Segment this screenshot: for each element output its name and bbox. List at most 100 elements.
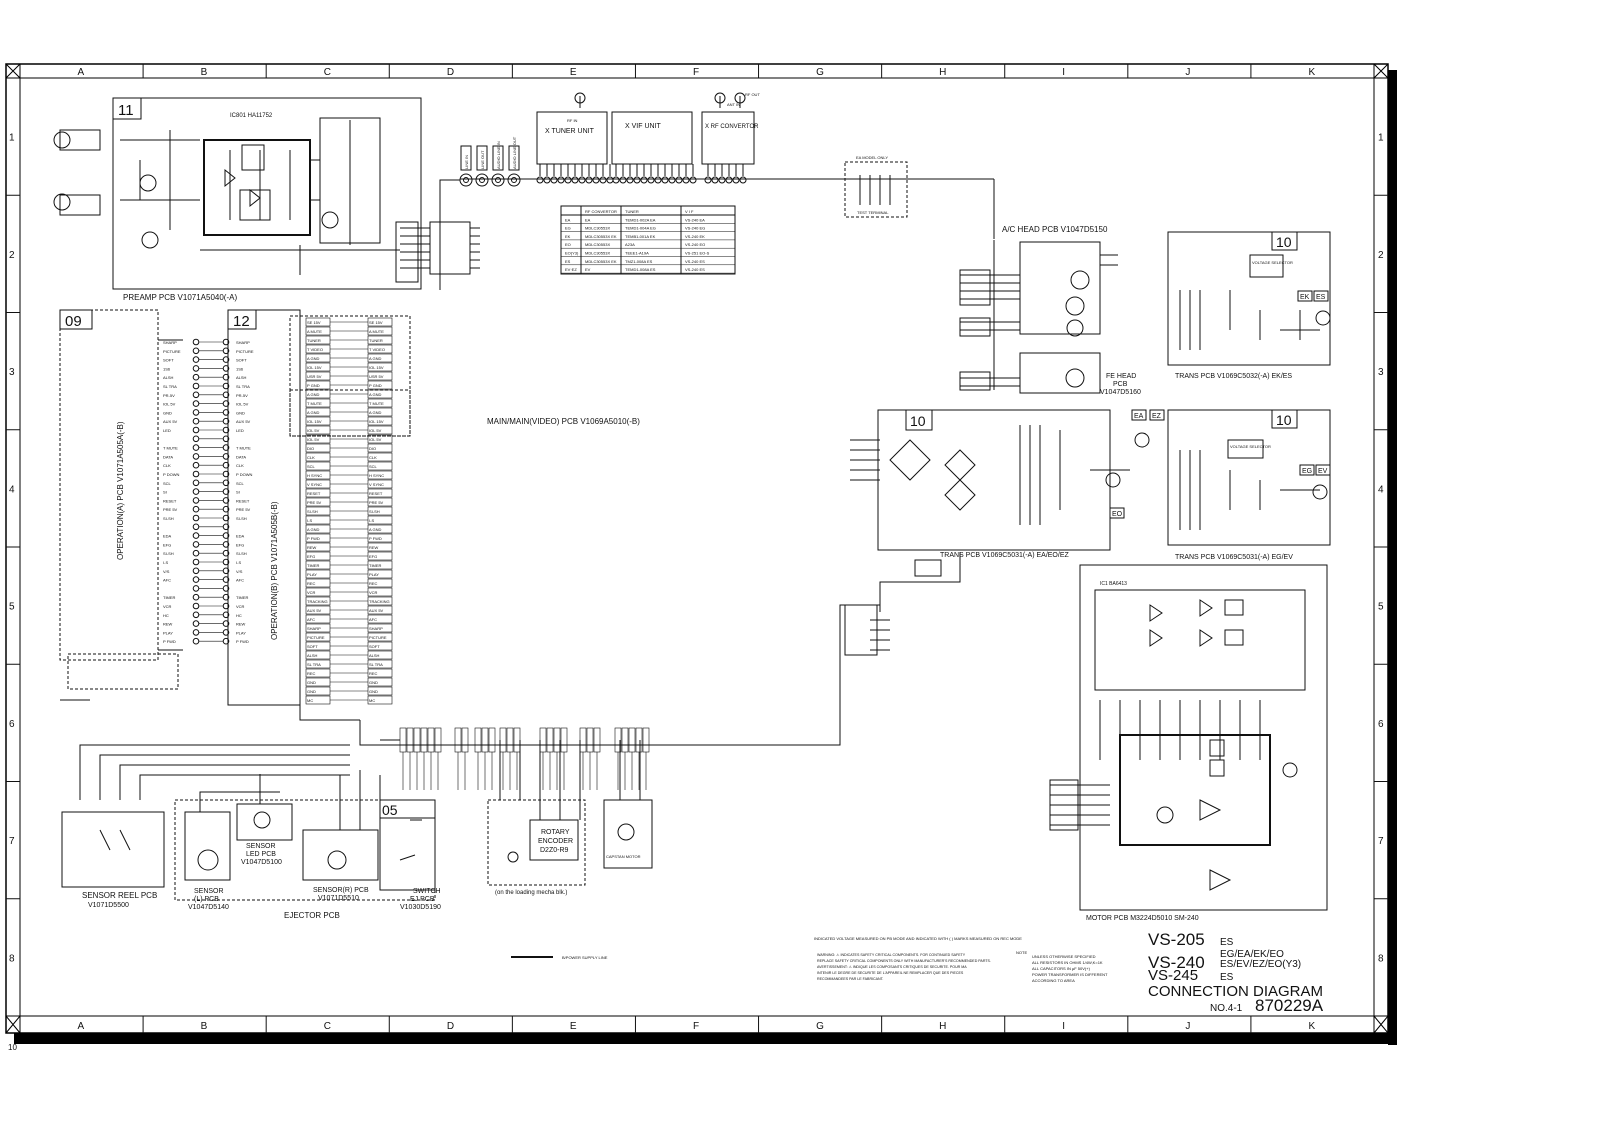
jack-label: ANT IN bbox=[727, 102, 740, 107]
grid-row-label-left: 8 bbox=[9, 953, 15, 964]
op-a-pin-label: TIMER bbox=[163, 595, 176, 600]
pin-icon bbox=[222, 532, 230, 539]
op-b-tag-box bbox=[227, 309, 257, 330]
pin-icon bbox=[222, 461, 230, 469]
op-a-pin-label: LED bbox=[163, 428, 171, 433]
pin-icon bbox=[192, 417, 200, 425]
pin-icon bbox=[222, 435, 230, 443]
pin-icon bbox=[222, 444, 230, 451]
pin-icon bbox=[578, 176, 586, 184]
pin-icon bbox=[192, 541, 200, 548]
op-b-pin-label: IOL 5V bbox=[236, 402, 249, 407]
op-a-pin-label: AFC bbox=[163, 578, 171, 583]
connector-label-right: T VIDEO bbox=[369, 347, 385, 352]
trans-eg-pcb bbox=[1167, 409, 1331, 546]
op-a-pin-label: SI-SH bbox=[163, 516, 174, 521]
grid-col-label-top: G bbox=[816, 67, 824, 78]
jack-core-icon bbox=[463, 177, 469, 183]
connector-label-left: USR 5V bbox=[307, 374, 322, 379]
trans-ea-tag: 10 bbox=[910, 413, 926, 429]
pin-icon bbox=[192, 532, 200, 539]
connector-label-right: TRACKING bbox=[369, 599, 390, 604]
op-a-pcb bbox=[59, 309, 183, 701]
op-b-pin-label: CLK bbox=[236, 463, 244, 468]
rf-table-cell: EG bbox=[565, 226, 571, 231]
rf-table-cell: A23A bbox=[625, 242, 635, 247]
pin-icon bbox=[640, 176, 648, 184]
motor-ic-label: IC1 BA6413 bbox=[1100, 581, 1127, 587]
grid-col-label-top: I bbox=[1062, 67, 1065, 78]
rotary-label3: D2Z0-R9 bbox=[540, 847, 569, 854]
op-a-pin-label: GND bbox=[163, 410, 172, 415]
grid-col-label-bottom: G bbox=[816, 1021, 824, 1032]
op-b-pin-label: T MUTE bbox=[236, 446, 251, 451]
trans-eg-label: TRANS PCB V1069C5031(-A) EG/EV bbox=[1175, 554, 1293, 561]
op-a-pin-label: SI-SH bbox=[163, 551, 174, 556]
grid-col-label-top: B bbox=[201, 67, 208, 78]
rf-label: X RF CONVERTOR bbox=[705, 124, 759, 130]
sensor-reel-label1: SENSOR REEL PCB bbox=[82, 891, 157, 900]
strip-pin bbox=[461, 727, 469, 753]
strip-pin bbox=[513, 727, 521, 753]
trans-ek-badge-1: EK bbox=[1300, 294, 1310, 301]
drawing-no: 870229A bbox=[1255, 996, 1324, 1015]
test-terminal bbox=[844, 161, 908, 218]
connector-label-left: IOL 5V bbox=[307, 437, 320, 442]
op-a-pin-label: IOL 5V bbox=[163, 402, 176, 407]
op-a-pin-label: SCL bbox=[163, 481, 172, 486]
rf-table-header: RF CONVERTOR bbox=[585, 209, 617, 214]
note-line: ALL CAPACITORS IN μF 50V(+) bbox=[1032, 966, 1091, 971]
rf-table-cell: TEMB1-001A EK bbox=[625, 234, 656, 239]
pin-icon bbox=[689, 176, 697, 184]
motor-label: MOTOR PCB M3224D5010 SM-240 bbox=[1086, 915, 1199, 922]
pin-icon bbox=[222, 417, 230, 425]
connector-label-right: REC bbox=[369, 581, 378, 586]
strip-pin bbox=[427, 727, 435, 753]
pin-icon bbox=[192, 373, 200, 381]
connector-label-right: DIO bbox=[369, 446, 376, 451]
op-b-pin-label: SI bbox=[236, 490, 240, 495]
grid-row-label-right: 2 bbox=[1378, 250, 1384, 261]
rf-table-header: V I F bbox=[685, 209, 694, 214]
pin-icon bbox=[192, 470, 200, 478]
op-b-pin-label: SOFT bbox=[236, 358, 247, 363]
note-line: ACCORDING TO AREA bbox=[1032, 978, 1075, 983]
sensor-led-label1: SENSOR bbox=[246, 843, 276, 850]
connector-label-left: AFC bbox=[307, 617, 315, 622]
pin-icon bbox=[564, 176, 572, 184]
pin-icon bbox=[222, 514, 230, 522]
pin-icon bbox=[192, 593, 200, 601]
connector-label-left: GND bbox=[307, 689, 316, 694]
trans-ea-tag-box bbox=[905, 409, 933, 431]
op-b-pin-label: P FWD bbox=[236, 639, 249, 644]
connector-label-left: TUNER bbox=[307, 338, 321, 343]
pin-icon bbox=[654, 176, 662, 184]
rf-table-cell: VS-240 EK bbox=[685, 234, 705, 239]
title-vs205-suffix: ES bbox=[1220, 937, 1234, 948]
op-b-tag: 12 bbox=[233, 313, 250, 330]
op-a-pin-label: SHARP bbox=[163, 340, 177, 345]
rf-table-cell: TEMD1-008A ES bbox=[625, 267, 656, 272]
note-line: UNLESS OTHERWISE SPECIFIED bbox=[1032, 954, 1096, 959]
pin-icon bbox=[192, 453, 200, 460]
connector-label-right: IOL 5V bbox=[369, 428, 382, 433]
title-vs245-suffix: ES bbox=[1220, 972, 1234, 983]
strip-pin bbox=[553, 727, 561, 753]
title-vs240-suffix-a: EG/EA/EK/EO bbox=[1220, 949, 1284, 960]
connector-label-right: RESET bbox=[369, 491, 383, 496]
switch-ej-tag: 05 bbox=[382, 802, 398, 818]
op-b-pin-label: EFG bbox=[236, 542, 244, 547]
pin-icon bbox=[536, 176, 544, 184]
strip-pin bbox=[420, 727, 428, 753]
pin-icon bbox=[222, 497, 230, 504]
frame-shadow-right bbox=[1388, 70, 1397, 1045]
pin-icon bbox=[222, 567, 230, 575]
sensor-led-label2: LED PCB bbox=[246, 851, 276, 858]
op-a-pin-label: PICTURE bbox=[163, 349, 181, 354]
pin-icon bbox=[192, 479, 200, 487]
rf-pin-row bbox=[536, 164, 747, 184]
preamp-label: PREAMP PCB V1071A5040(-A) bbox=[123, 293, 237, 302]
op-a-pin-label: P FWD bbox=[163, 639, 176, 644]
